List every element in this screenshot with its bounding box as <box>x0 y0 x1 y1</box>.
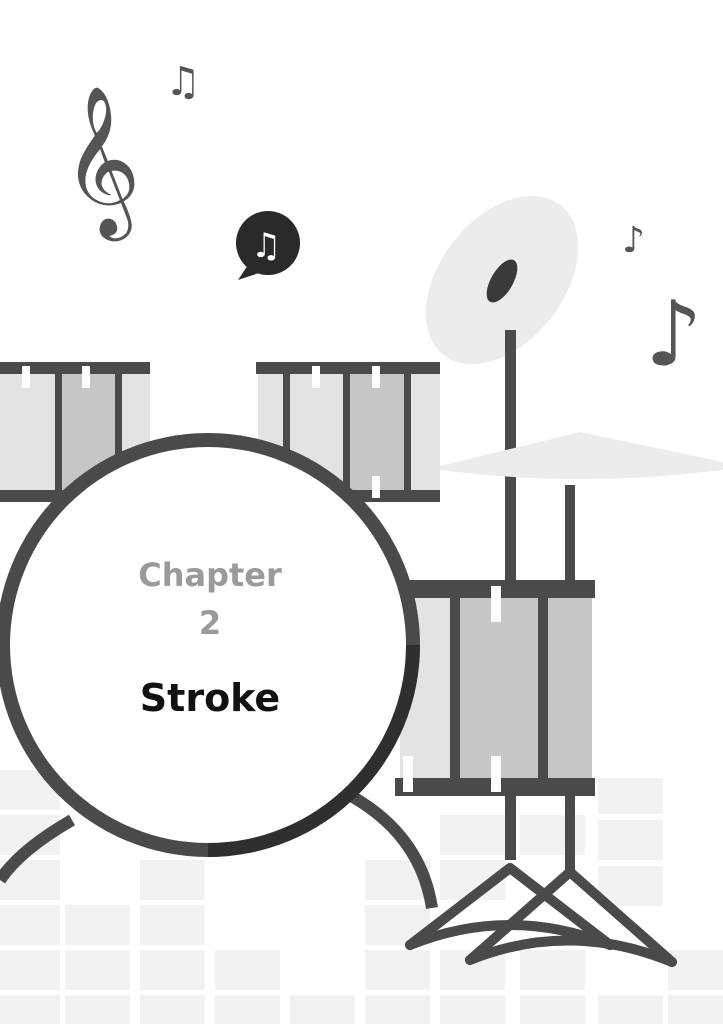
chapter-number: 2 <box>198 604 222 642</box>
treble-clef-icon: 𝄞 <box>47 79 150 249</box>
beamed-notes-icon: ♫ <box>165 59 201 105</box>
floor-tom <box>395 580 595 796</box>
bass-drum <box>0 433 420 857</box>
ride-cymbal <box>440 432 723 479</box>
eighth-note-icon: ♪ <box>622 220 645 261</box>
bass-drum-leg-left <box>0 814 75 884</box>
tom-drum-right <box>256 362 440 502</box>
svg-text:♫: ♫ <box>251 226 281 266</box>
crash-cymbal <box>425 195 579 365</box>
chapter-title: Stroke <box>139 676 281 720</box>
stand-legs <box>405 863 677 967</box>
bass-drum-leg-right <box>337 784 438 909</box>
eighth-note-icon: ♪ <box>645 282 702 387</box>
chapter-label: Chapter <box>138 556 282 594</box>
speech-bubble-notes-icon: ♫ <box>236 211 300 280</box>
